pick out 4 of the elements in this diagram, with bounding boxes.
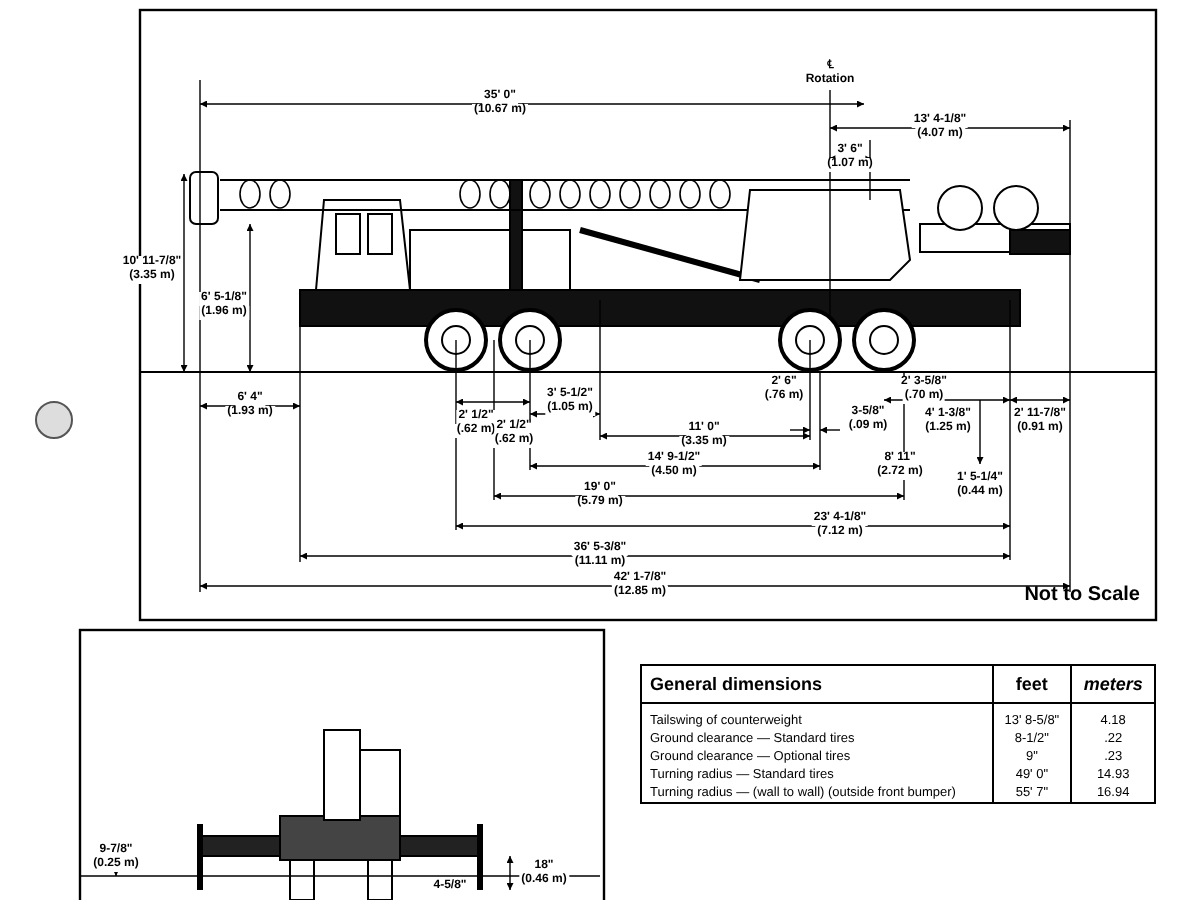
- note-text: Not to Scale: [1024, 584, 1140, 606]
- column-header: feet: [992, 665, 1072, 703]
- column-header: meters: [1071, 665, 1155, 703]
- column-header: General dimensions: [641, 665, 993, 703]
